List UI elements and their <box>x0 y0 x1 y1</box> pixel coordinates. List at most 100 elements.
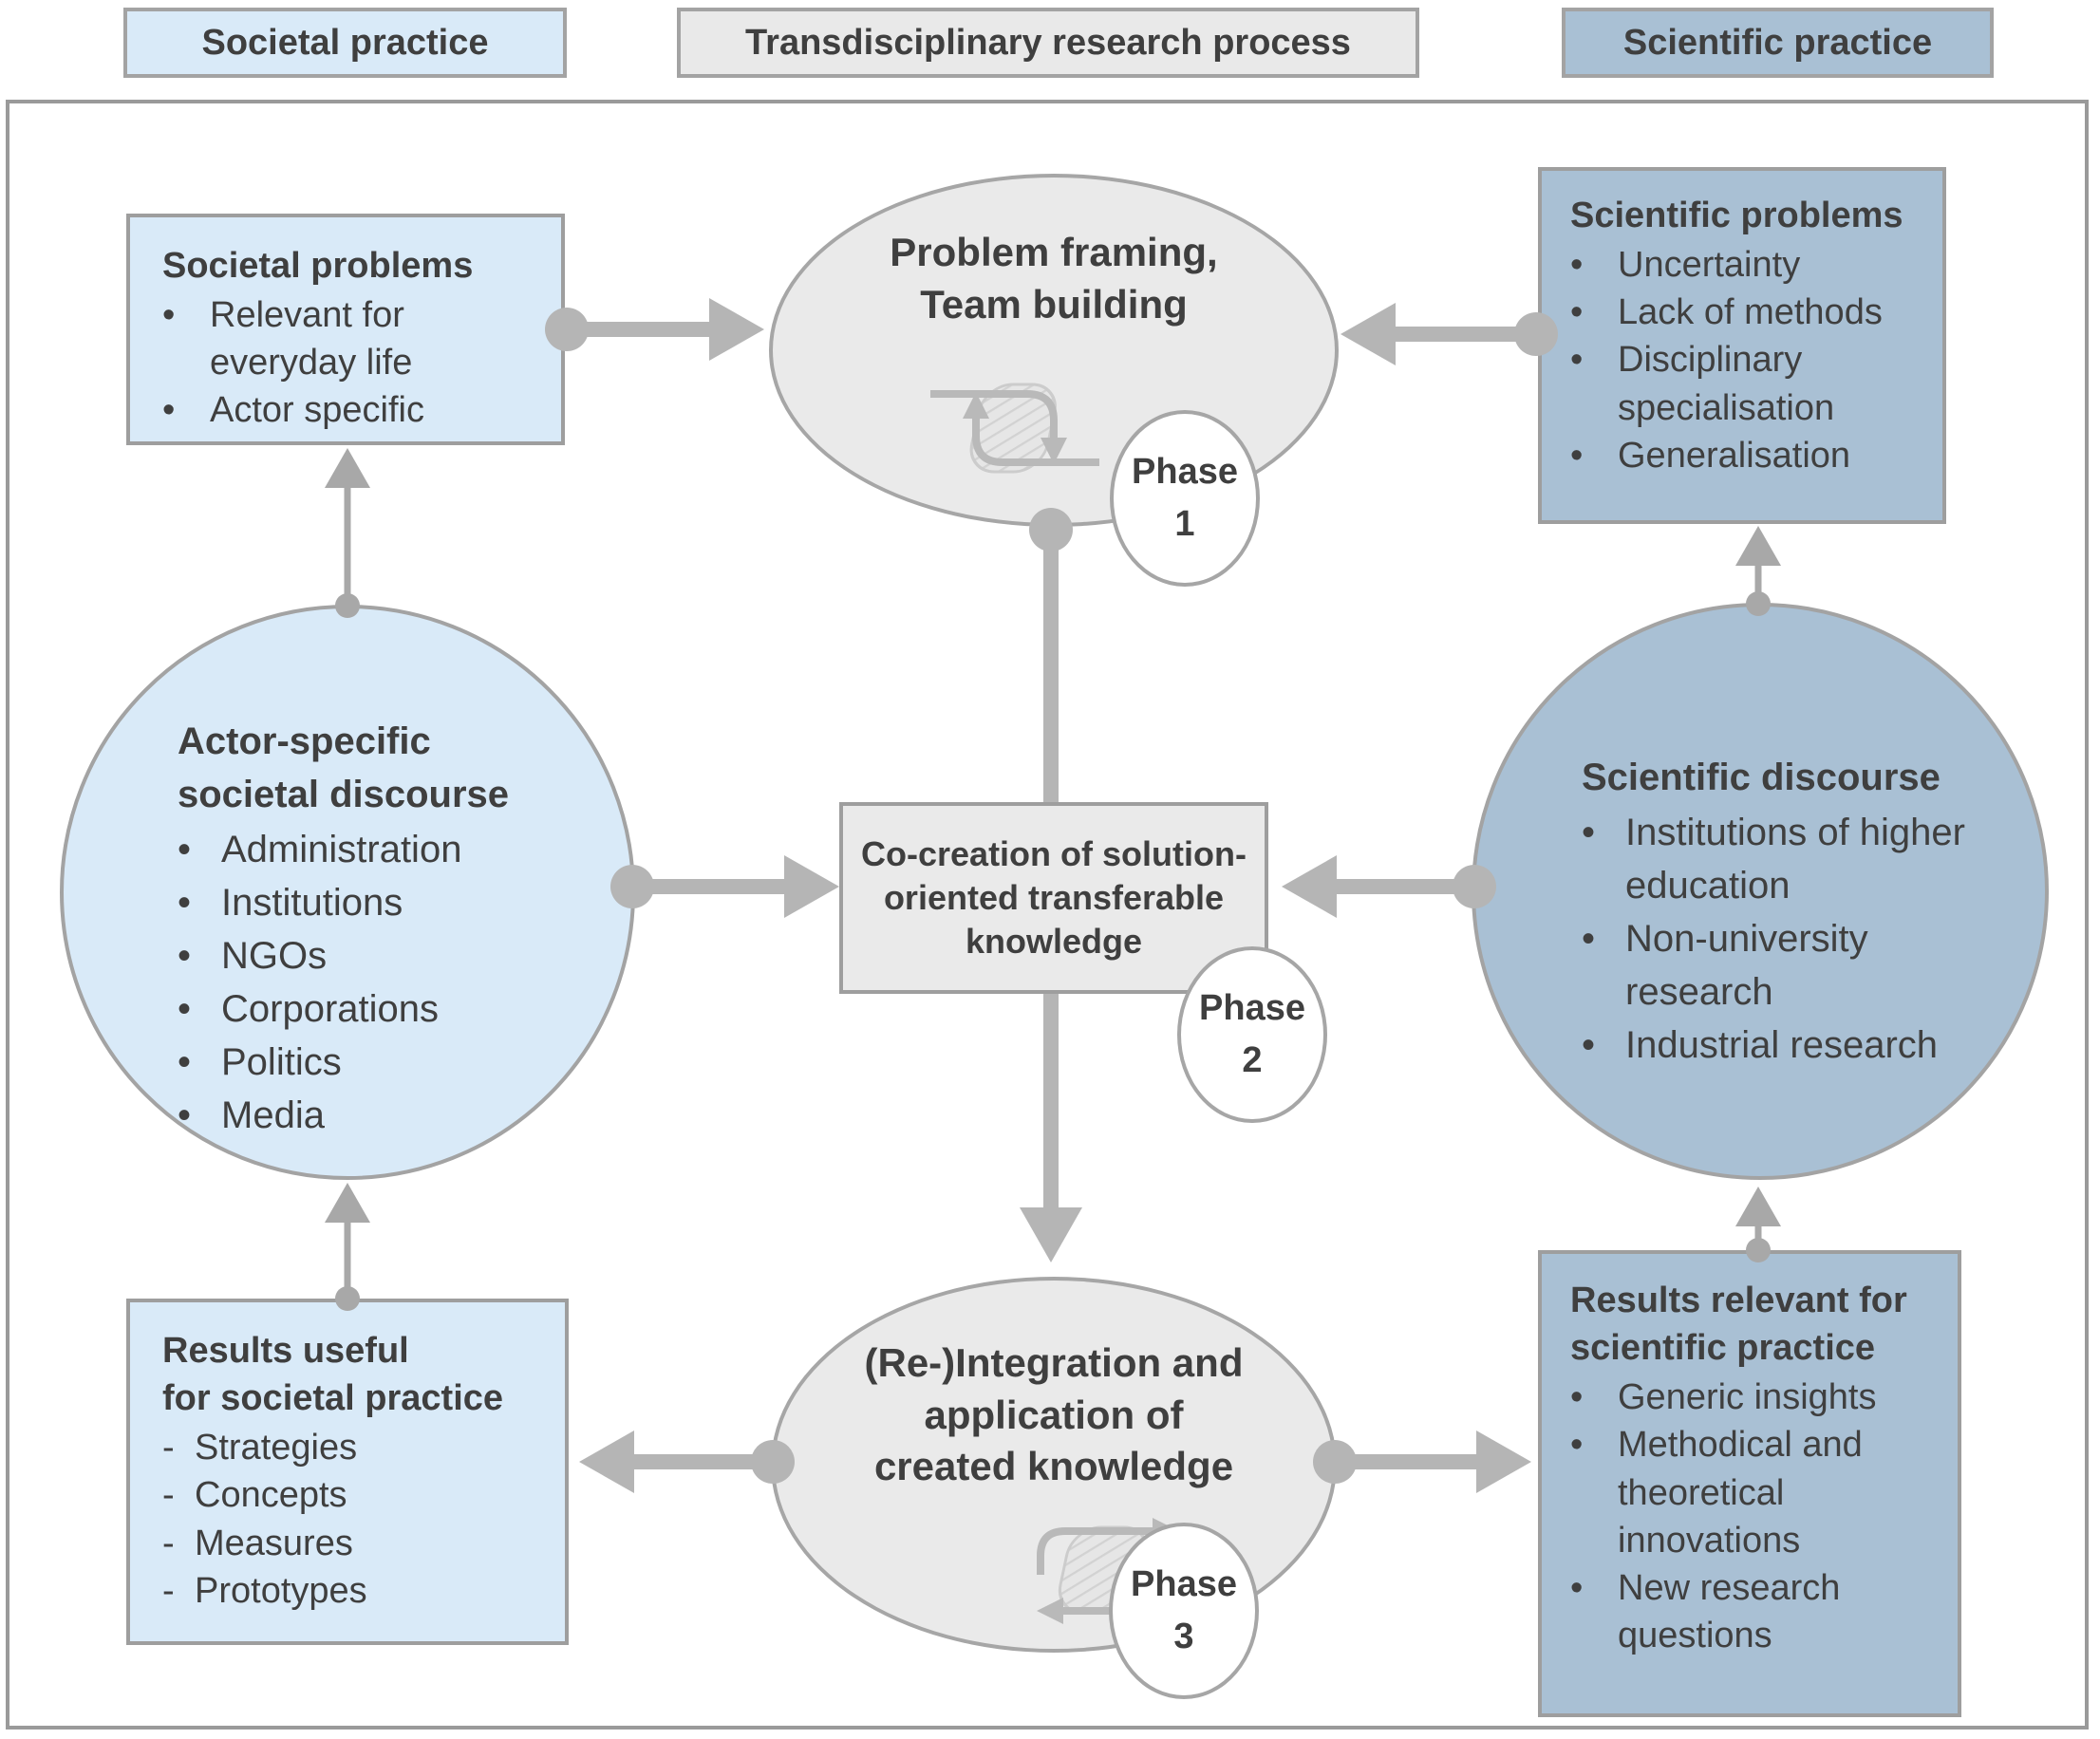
title-line: Scientific discourse <box>1582 757 1941 798</box>
bullet-text: Generalisation <box>1618 435 1851 476</box>
phase-word: Phase <box>1132 451 1238 492</box>
bullet-list: • Relevant for everyday life • Actor spe… <box>162 291 538 434</box>
bullet-text: Methodical and theoretical innovations <box>1618 1425 1863 1561</box>
bullet-item: • Politics <box>178 1036 567 1089</box>
bullet-item: • Administration <box>178 823 567 876</box>
bullet-marker: • <box>178 882 192 924</box>
bullet-item: - Prototypes <box>162 1567 548 1615</box>
bullet-marker: • <box>178 1094 192 1136</box>
bullet-list: • Generic insights • Methodical and theo… <box>1570 1374 1946 1659</box>
bullet-list: • Institutions of higher education • Non… <box>1582 806 1980 1072</box>
node-title: Results relevant for scientific practice <box>1570 1277 1946 1372</box>
circle-content: Actor-specific societal discourse • Admin… <box>178 715 567 1142</box>
bullet-marker: • <box>178 829 192 870</box>
phase-3-badge: Phase 3 <box>1109 1523 1259 1699</box>
bullet-marker: • <box>178 935 192 977</box>
bullet-item: • Disciplinary specialisation <box>1570 336 1929 431</box>
bullet-text: Actor specific <box>210 390 424 431</box>
node-title: Scientific discourse <box>1582 751 1980 804</box>
bullet-marker: • <box>1582 1024 1596 1066</box>
bullet-list: • Administration • Institutions • NGOs •… <box>178 823 567 1142</box>
node-problem-framing: Problem framing, Team building <box>769 174 1339 527</box>
bullet-item: • NGOs <box>178 929 567 982</box>
bullet-text: Administration <box>221 829 462 870</box>
bullet-marker: - <box>162 1570 175 1611</box>
bullet-item: • Industrial research <box>1582 1019 1980 1072</box>
bullet-text: Measures <box>195 1523 353 1563</box>
bullet-marker: • <box>1570 1377 1584 1418</box>
bullet-text: Relevant for everyday life <box>210 295 413 383</box>
bullet-text: Lack of methods <box>1618 292 1883 333</box>
label-line: (Re-)Integration and <box>864 1340 1244 1385</box>
bullet-text: Institutions <box>221 882 403 924</box>
bullet-item: • Institutions of higher education <box>1582 806 1980 912</box>
label-line: Co-creation of solution- <box>861 833 1247 873</box>
bullet-marker: • <box>1582 812 1596 853</box>
bullet-item: • Generic insights <box>1570 1374 1946 1421</box>
node-societal-problems: Societal problems • Relevant for everyda… <box>126 214 565 445</box>
header-transdisciplinary-process: Transdisciplinary research process <box>677 8 1419 78</box>
bullet-item: • Institutions <box>178 876 567 929</box>
node-title: Scientific problems <box>1570 192 1929 239</box>
bullet-item: • Non-university research <box>1582 912 1980 1019</box>
phase-2-badge: Phase 2 <box>1177 946 1327 1123</box>
node-label: (Re-)Integration and application of create… <box>775 1337 1333 1493</box>
phase-number: 3 <box>1173 1617 1194 1656</box>
bullet-text: Prototypes <box>195 1570 367 1611</box>
bullet-text: Industrial research <box>1625 1024 1939 1066</box>
title-line: Scientific problems <box>1570 196 1903 235</box>
circle-content: Scientific discourse • Institutions of h… <box>1582 751 1980 1072</box>
bullet-item: • Actor specific <box>162 386 538 434</box>
label-line: Problem framing, <box>890 230 1218 274</box>
bullet-marker: • <box>1570 292 1584 333</box>
bullet-text: New research questions <box>1618 1567 1841 1656</box>
bullet-text: Politics <box>221 1041 342 1083</box>
bullet-list: • Uncertainty • Lack of methods • Discip… <box>1570 241 1929 479</box>
bullet-item: • Corporations <box>178 982 567 1036</box>
bullet-text: Media <box>221 1094 325 1136</box>
bullet-item: • Uncertainty <box>1570 241 1929 289</box>
bullet-text: NGOs <box>221 935 328 977</box>
title-line: Results useful <box>162 1331 409 1371</box>
bullet-marker: • <box>178 988 192 1030</box>
node-label: Co-creation of solution-oriented transfe… <box>861 832 1247 963</box>
title-line: Results relevant for <box>1570 1281 1907 1320</box>
bullet-text: Corporations <box>221 988 440 1030</box>
bullet-marker: • <box>162 390 176 431</box>
bullet-marker: • <box>162 295 176 336</box>
phase-number: 2 <box>1242 1040 1263 1080</box>
label-line: Team building <box>920 281 1188 327</box>
bullet-text: Strategies <box>195 1428 358 1468</box>
bullet-item: - Measures <box>162 1520 548 1567</box>
title-line: societal discourse <box>178 774 510 815</box>
node-title: Actor-specific societal discourse <box>178 715 567 821</box>
bullet-list: - Strategies - Concepts - Measures - Pro… <box>162 1424 548 1615</box>
bullet-marker: • <box>1582 918 1596 960</box>
title-line: scientific practice <box>1570 1328 1876 1369</box>
title-line: Actor-specific <box>178 720 431 762</box>
node-co-creation: Co-creation of solution-oriented transfe… <box>839 802 1268 994</box>
label-line: application of <box>924 1392 1184 1437</box>
label-line: created knowledge <box>873 1444 1234 1489</box>
bullet-marker: • <box>1570 1567 1584 1608</box>
bullet-item: • Lack of methods <box>1570 289 1929 336</box>
header-scientific-practice: Scientific practice <box>1562 8 1994 78</box>
node-label: Problem framing, Team building <box>773 227 1335 330</box>
bullet-text: Uncertainty <box>1618 245 1801 286</box>
node-societal-discourse: Actor-specific societal discourse • Admin… <box>60 605 635 1180</box>
bullet-marker: • <box>1570 245 1584 286</box>
bullet-marker: - <box>162 1475 175 1516</box>
bullet-item: • Methodical and theoretical innovations <box>1570 1421 1946 1563</box>
bullet-item: • Relevant for everyday life <box>162 291 538 386</box>
bullet-marker: • <box>1570 1425 1584 1466</box>
label-line: knowledge <box>965 922 1143 962</box>
phase-number: 1 <box>1174 504 1195 544</box>
bullet-item: • New research questions <box>1570 1564 1946 1659</box>
phase-1-badge: Phase 1 <box>1110 410 1260 587</box>
bullet-text: Institutions of higher education <box>1625 812 1965 907</box>
bullet-text: Concepts <box>195 1475 347 1516</box>
node-scientific-discourse: Scientific discourse • Institutions of h… <box>1472 603 2049 1180</box>
title-line: for societal practice <box>162 1378 504 1419</box>
